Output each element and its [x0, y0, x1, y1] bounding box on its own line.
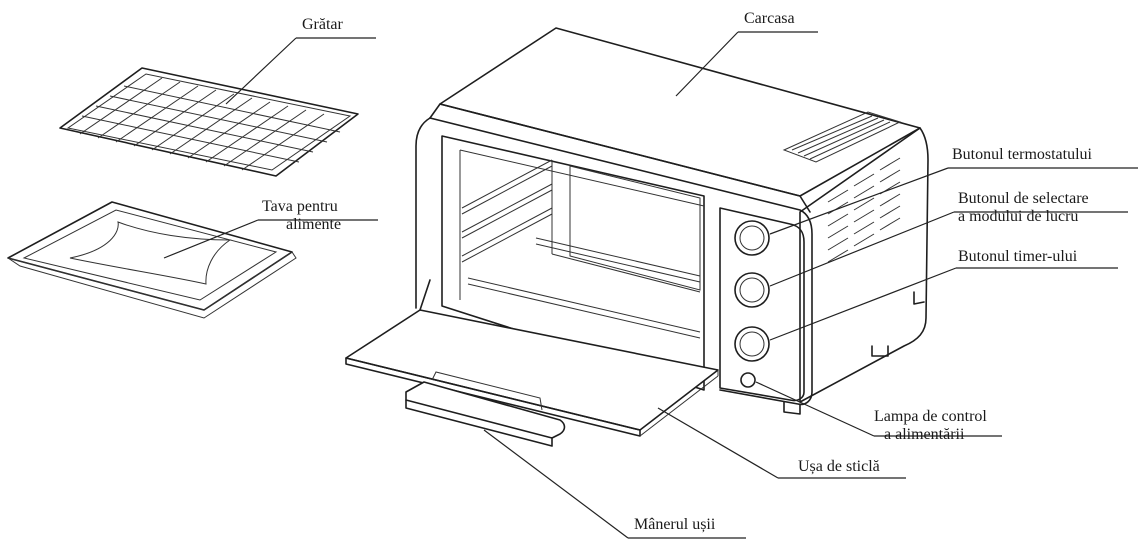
label-lampa: Lampa de control a alimentării	[874, 408, 987, 444]
leader-lines	[163, 31, 1138, 539]
label-gratar: Grătar	[302, 16, 343, 33]
thermostat-knob	[734, 220, 770, 256]
door-handle-drawing	[405, 371, 566, 447]
label-selectare-line1: Butonul de selectare	[958, 190, 1089, 207]
label-selectare: Butonul de selectare a modului de lucru	[958, 190, 1089, 226]
power-indicator-lamp	[740, 372, 756, 388]
timer-knob	[734, 326, 770, 362]
label-termostat: Butonul termostatului	[952, 146, 1092, 163]
glass-door-drawing	[345, 279, 719, 437]
mode-selector-knob	[734, 272, 770, 308]
label-carcasa: Carcasa	[744, 10, 795, 27]
top-vent-grille	[782, 111, 902, 163]
label-tava-line1: Tava pentru	[262, 198, 338, 215]
label-selectare-line2: a modului de lucru	[958, 208, 1079, 225]
label-tava-line2: alimente	[286, 216, 342, 233]
label-lampa-line1: Lampa de control	[874, 408, 987, 425]
food-tray-drawing	[7, 201, 297, 319]
oven-body-drawing	[415, 27, 929, 415]
label-maner: Mânerul ușii	[634, 516, 716, 533]
wire-rack-drawing	[59, 67, 359, 177]
label-timer: Butonul timer-ului	[958, 248, 1078, 265]
side-vents	[827, 157, 901, 263]
label-tava: Tava pentru alimente	[262, 198, 341, 234]
label-usa: Ușa de sticlă	[798, 458, 880, 475]
label-lampa-line2: a alimentării	[884, 426, 965, 443]
